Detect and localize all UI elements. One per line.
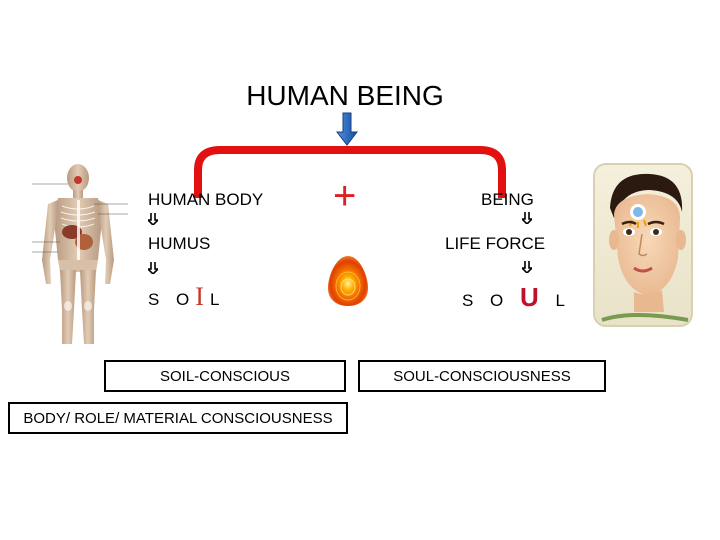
human-anatomy-figure [32, 164, 128, 344]
label-life-force: LIFE FORCE [445, 234, 546, 253]
word-soil-highlight: I [195, 282, 210, 311]
diagram-title: HUMAN BEING [246, 80, 444, 111]
plus-sign: + [333, 174, 357, 218]
arrow-down-icon [148, 262, 158, 274]
arrow-down-icon [522, 261, 532, 273]
soul-face-illustration [593, 163, 693, 327]
arrow-down-icon [522, 212, 532, 224]
word-soil: S OIL [148, 282, 225, 312]
main-down-arrow-icon [336, 112, 358, 146]
split-bracket [194, 146, 506, 198]
word-soil-suffix: L [209, 290, 226, 309]
word-soul-prefix: S O [462, 291, 510, 310]
word-soil-prefix: S O [148, 290, 196, 309]
label-human-body: HUMAN BODY [148, 190, 264, 209]
arrow-down-icon [148, 213, 158, 225]
glowing-egg [328, 256, 368, 306]
word-soul-suffix: L [555, 291, 572, 310]
word-soul: S O U L [462, 282, 571, 313]
label-humus: HUMUS [148, 234, 211, 253]
box-soul-consciousness: SOUL-CONSCIOUSNESS [358, 360, 606, 392]
box-material-consciousness: BODY/ ROLE/ MATERIAL CONSCIOUSNESS [8, 402, 348, 434]
label-being: BEING [481, 190, 534, 209]
box-soil-conscious: SOIL-CONSCIOUS [104, 360, 346, 392]
word-soul-highlight: U [520, 282, 545, 312]
